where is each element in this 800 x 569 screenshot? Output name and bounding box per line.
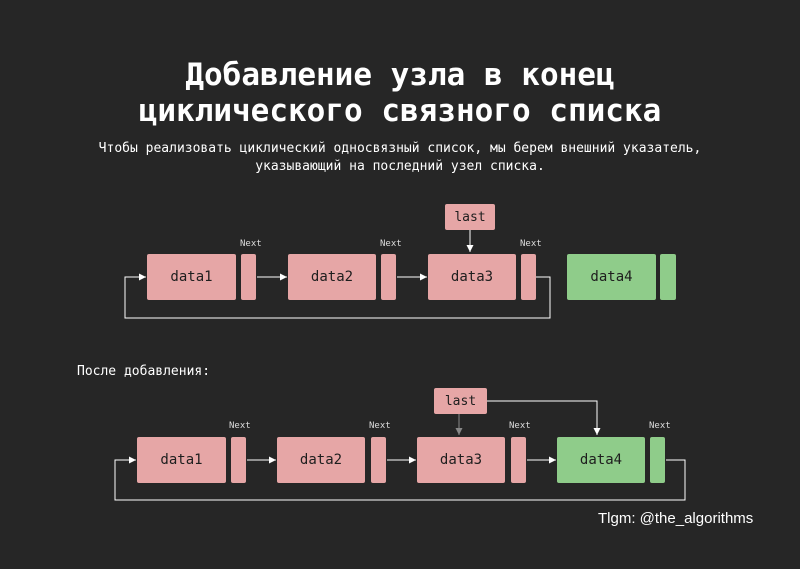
before-next-label-3: Next	[520, 239, 542, 249]
telegram-credit: Tlgm: @the_algorithms	[598, 510, 754, 527]
after-node-data2-next-field	[371, 437, 386, 483]
after-node-data3: data3	[417, 437, 505, 483]
before-new-node-next-field	[660, 254, 676, 300]
before-last-pointer-box: last	[445, 204, 495, 230]
after-next-label-4: Next	[649, 421, 671, 431]
after-next-label-3: Next	[509, 421, 531, 431]
after-node-data1-next-field	[231, 437, 246, 483]
after-node-data4: data4	[557, 437, 645, 483]
before-node-data2-next-field	[381, 254, 396, 300]
after-last-pointer-box: last	[434, 388, 487, 414]
before-new-node-data4: data4	[567, 254, 656, 300]
subtitle-line-2: указывающий на последний узел списка.	[255, 159, 545, 174]
after-node-data4-next-field	[650, 437, 665, 483]
before-node-data3-next-field	[521, 254, 536, 300]
after-section-label: После добавления:	[77, 364, 211, 379]
after-next-label-2: Next	[369, 421, 391, 431]
before-node-data3: data3	[428, 254, 516, 300]
subtitle-line-1: Чтобы реализовать циклический односвязны…	[98, 141, 702, 156]
after-node-data3-next-field	[511, 437, 526, 483]
title-line-2: циклического связного списка	[138, 93, 662, 129]
before-next-label-1: Next	[240, 239, 262, 249]
title-line-1: Добавление узла в конец	[185, 57, 615, 93]
after-node-data1: data1	[137, 437, 226, 483]
before-node-data2: data2	[288, 254, 376, 300]
before-node-data1-next-field	[241, 254, 256, 300]
before-next-label-2: Next	[380, 239, 402, 249]
after-cycle-link	[114, 456, 686, 501]
after-node-data2: data2	[277, 437, 365, 483]
after-last-pointer	[487, 400, 601, 435]
before-node-data1: data1	[147, 254, 236, 300]
after-next-label-1: Next	[229, 421, 251, 431]
before-cycle-link	[124, 273, 551, 319]
